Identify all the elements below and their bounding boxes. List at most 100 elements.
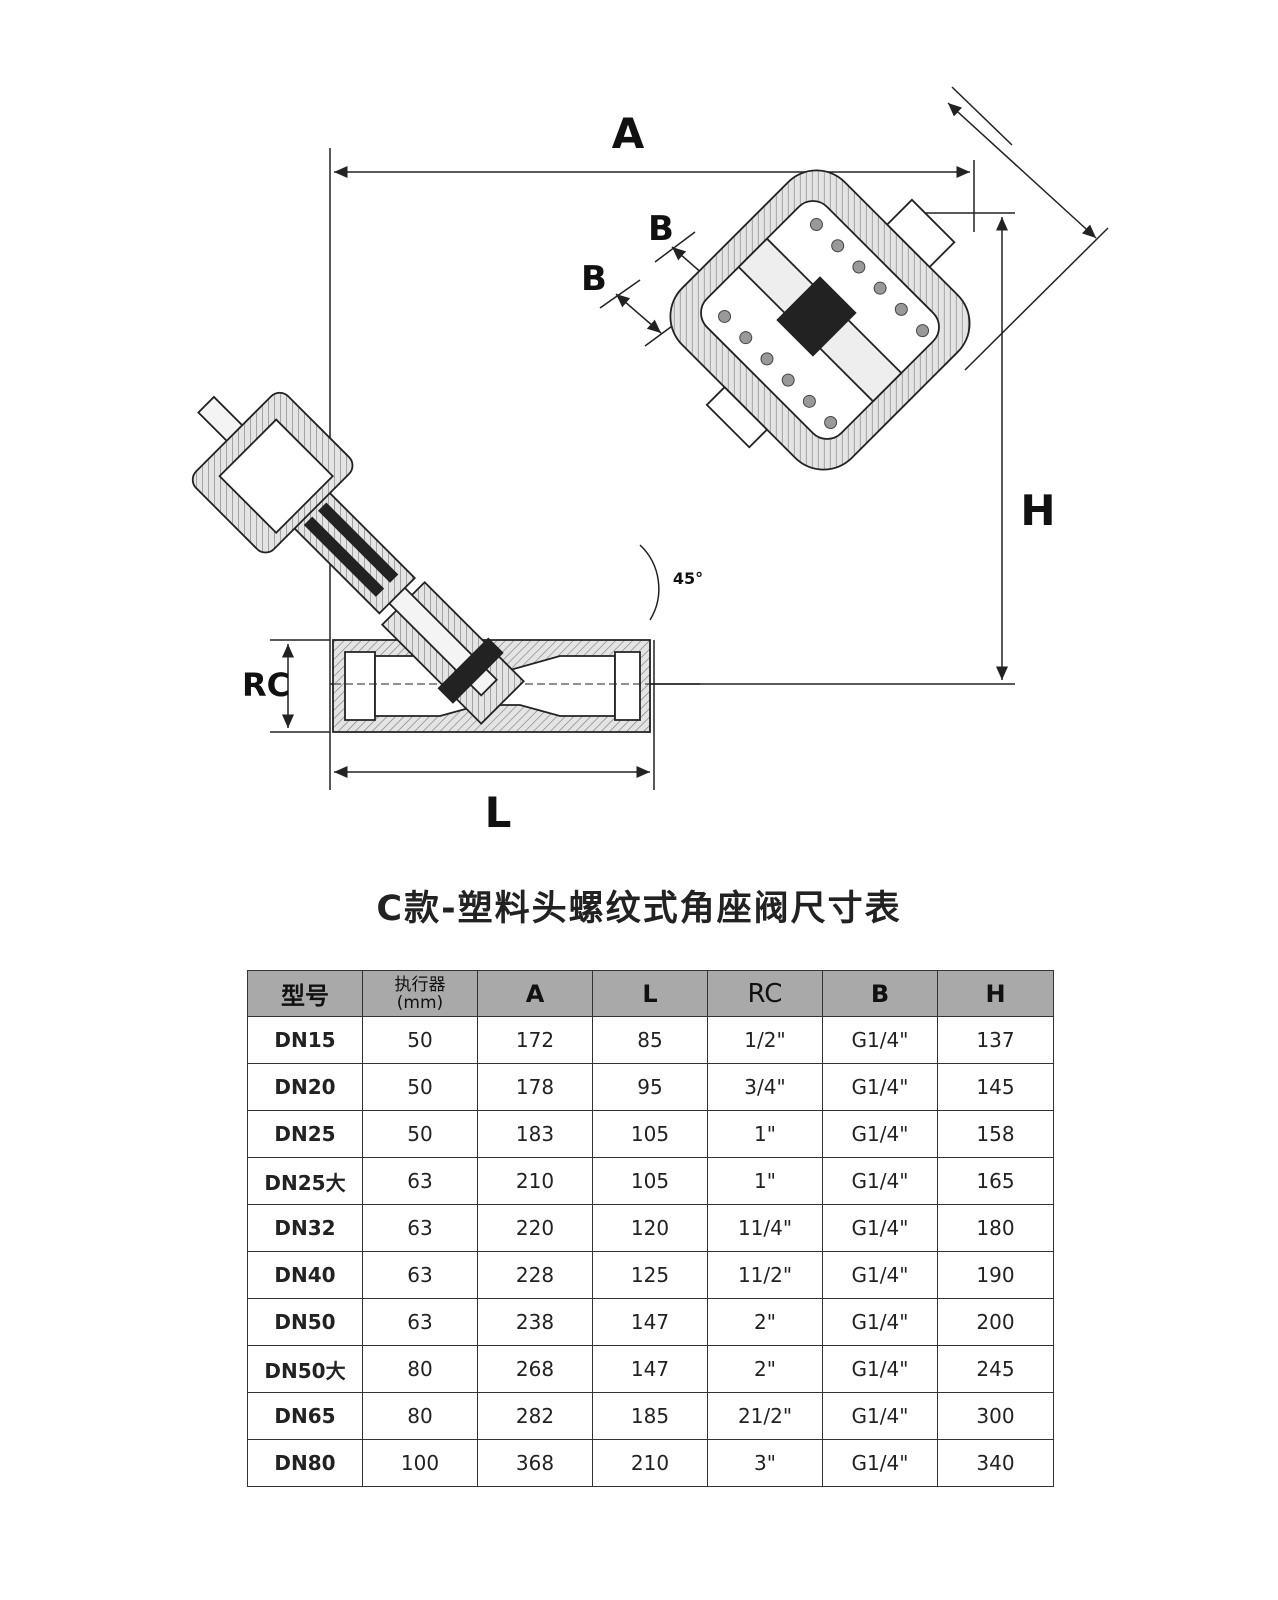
cell-h: 300 — [937, 1392, 1054, 1440]
cell-rc: 11/2" — [707, 1251, 823, 1299]
cell-model: DN25 — [247, 1110, 363, 1158]
cell-model: DN15 — [247, 1016, 363, 1064]
cell-actuator: 50 — [362, 1110, 478, 1158]
valve-section-drawing: A B B H RC L 45° — [191, 86, 1109, 837]
cell-h: 137 — [937, 1016, 1054, 1064]
header-a: A — [477, 970, 593, 1017]
cell-l: 147 — [592, 1298, 708, 1346]
cell-a: 178 — [477, 1063, 593, 1111]
label-h: H — [1020, 486, 1055, 535]
cell-actuator: 63 — [362, 1157, 478, 1205]
cell-model: DN50大 — [247, 1345, 363, 1393]
label-b-lower: B — [581, 259, 607, 299]
cell-actuator: 80 — [362, 1392, 478, 1440]
cell-actuator: 63 — [362, 1251, 478, 1299]
cell-h: 245 — [937, 1345, 1054, 1393]
cell-model: DN32 — [247, 1204, 363, 1252]
cell-b: G1/4" — [822, 1439, 938, 1487]
cell-actuator: 50 — [362, 1016, 478, 1064]
cell-rc: 3" — [707, 1439, 823, 1487]
header-actuator: 执行器 (mm) — [362, 970, 478, 1017]
label-l: L — [485, 788, 512, 837]
cell-b: G1/4" — [822, 1063, 938, 1111]
cell-actuator: 63 — [362, 1204, 478, 1252]
header-actuator-line1: 执行器 — [394, 974, 446, 995]
cell-b: G1/4" — [822, 1251, 938, 1299]
cell-a: 220 — [477, 1204, 593, 1252]
label-rc: RC — [242, 666, 290, 704]
cell-b: G1/4" — [822, 1110, 938, 1158]
cell-l: 120 — [592, 1204, 708, 1252]
cell-rc: 11/4" — [707, 1204, 823, 1252]
cell-rc: 2" — [707, 1298, 823, 1346]
cell-l: 95 — [592, 1063, 708, 1111]
cell-a: 172 — [477, 1016, 593, 1064]
cell-actuator: 100 — [362, 1439, 478, 1487]
cell-b: G1/4" — [822, 1204, 938, 1252]
cell-model: DN20 — [247, 1063, 363, 1111]
cell-actuator: 63 — [362, 1298, 478, 1346]
cell-l: 85 — [592, 1016, 708, 1064]
cell-rc: 1" — [707, 1110, 823, 1158]
cell-l: 210 — [592, 1439, 708, 1487]
label-angle: 45° — [673, 569, 703, 588]
valve-bonnet-stem — [191, 391, 525, 725]
cell-model: DN65 — [247, 1392, 363, 1440]
label-a: A — [612, 109, 645, 158]
cell-b: G1/4" — [822, 1392, 938, 1440]
cell-h: 158 — [937, 1110, 1054, 1158]
cell-rc: 1" — [707, 1157, 823, 1205]
actuator-head — [669, 169, 971, 471]
cell-actuator: 50 — [362, 1063, 478, 1111]
cell-a: 268 — [477, 1345, 593, 1393]
cell-b: G1/4" — [822, 1157, 938, 1205]
header-b: B — [822, 970, 938, 1017]
header-l: L — [592, 970, 708, 1017]
cell-a: 210 — [477, 1157, 593, 1205]
cell-rc: 21/2" — [707, 1392, 823, 1440]
cell-b: G1/4" — [822, 1298, 938, 1346]
cell-rc: 3/4" — [707, 1063, 823, 1111]
cell-model: DN40 — [247, 1251, 363, 1299]
cell-h: 165 — [937, 1157, 1054, 1205]
cell-l: 105 — [592, 1110, 708, 1158]
label-b-upper: B — [648, 209, 674, 249]
table-title: C款-塑料头螺纹式角座阀尺寸表 — [376, 889, 902, 929]
header-model: 型号 — [247, 970, 363, 1017]
header-rc: RC — [707, 970, 823, 1017]
cell-model: DN80 — [247, 1439, 363, 1487]
header-h: H — [937, 970, 1054, 1017]
cell-model: DN25大 — [247, 1157, 363, 1205]
header-actuator-line2: (mm) — [396, 992, 444, 1013]
cell-a: 238 — [477, 1298, 593, 1346]
cell-rc: 2" — [707, 1345, 823, 1393]
cell-b: G1/4" — [822, 1345, 938, 1393]
cell-l: 185 — [592, 1392, 708, 1440]
cell-l: 147 — [592, 1345, 708, 1393]
cell-a: 282 — [477, 1392, 593, 1440]
table-header-row: 型号 执行器 (mm) A L RC B H — [247, 970, 1054, 1017]
cell-a: 228 — [477, 1251, 593, 1299]
cell-h: 190 — [937, 1251, 1054, 1299]
cell-h: 145 — [937, 1063, 1054, 1111]
cell-a: 368 — [477, 1439, 593, 1487]
cell-h: 340 — [937, 1439, 1054, 1487]
cell-model: DN50 — [247, 1298, 363, 1346]
cell-actuator: 80 — [362, 1345, 478, 1393]
cell-h: 180 — [937, 1204, 1054, 1252]
cell-a: 183 — [477, 1110, 593, 1158]
cell-l: 125 — [592, 1251, 708, 1299]
cell-rc: 1/2" — [707, 1016, 823, 1064]
cell-l: 105 — [592, 1157, 708, 1205]
